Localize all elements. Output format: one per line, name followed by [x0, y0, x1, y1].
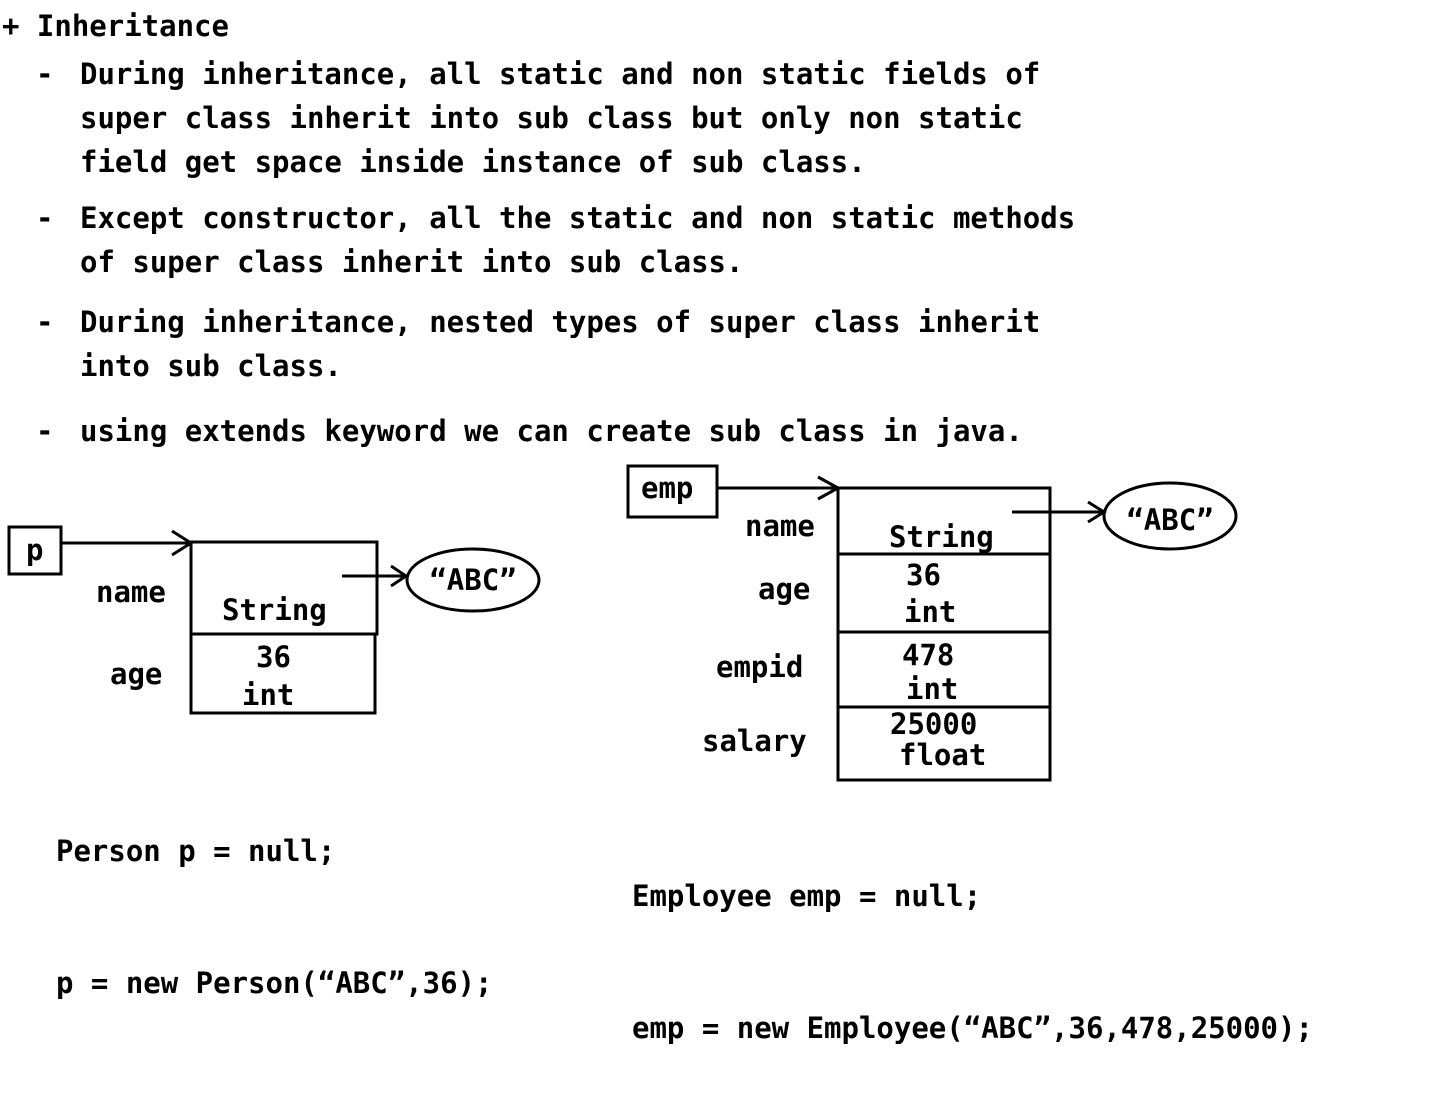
person-ref-box: [7, 525, 63, 576]
field-label: age: [110, 657, 162, 691]
field-type: String: [889, 520, 994, 554]
code-line: emp = new Employee(“ABC”,36,478,25000);: [632, 1011, 1313, 1045]
arrowhead-icon: [171, 529, 194, 557]
arrowhead-icon: [817, 475, 842, 501]
bullet-dash: -: [36, 414, 54, 448]
bullet-line: using extends keyword we can create sub …: [80, 414, 1023, 448]
bullet-dash: -: [36, 305, 54, 339]
employee-salary-cell: [836, 705, 1052, 782]
field-label: name: [96, 575, 166, 609]
field-type: int: [904, 595, 956, 629]
field-label: salary: [702, 724, 807, 758]
string-object-label: “ABC”: [1126, 503, 1213, 537]
person-ref-label: p: [26, 533, 43, 567]
bullet-line: During inheritance, nested types of supe…: [80, 305, 1041, 339]
bullet-line: into sub class.: [80, 349, 342, 383]
person-age-cell: [189, 632, 377, 715]
bullet-dash: -: [36, 57, 54, 91]
arrowhead-icon: [1087, 500, 1107, 524]
employee-ref-label: emp: [641, 471, 693, 505]
bullet-dash: -: [36, 201, 54, 235]
field-type: float: [899, 738, 986, 772]
memory-diagram: p name String age 36 int “ABC” emp name …: [7, 464, 1238, 782]
arrowhead-icon: [390, 564, 409, 588]
bullet-line: Except constructor, all the static and n…: [80, 201, 1076, 235]
bullet-line: of super class inherit into sub class.: [80, 245, 744, 279]
page-title: + Inheritance: [2, 9, 229, 43]
person-code: Person p = null; p = new Person(“ABC”,36…: [56, 741, 493, 1049]
employee-string-object: [1102, 481, 1238, 551]
bullet-line: field get space inside instance of sub c…: [80, 145, 866, 179]
bullet-line: During inheritance, all static and non s…: [80, 57, 1041, 91]
code-line: Person p = null;: [56, 834, 336, 868]
employee-code: Employee emp = null; emp = new Employee(…: [632, 786, 1313, 1094]
field-value: 36: [906, 558, 941, 592]
field-value: 478: [902, 638, 954, 672]
field-type: int: [906, 672, 958, 706]
field-label: name: [745, 509, 815, 543]
person-string-object: [405, 547, 541, 613]
field-type: String: [222, 593, 327, 627]
employee-ref-box: [626, 464, 719, 519]
field-value: 36: [256, 640, 291, 674]
field-type: int: [242, 678, 294, 712]
string-object-label: “ABC”: [429, 563, 516, 597]
field-value: 25000: [890, 707, 977, 741]
field-label: empid: [716, 650, 803, 684]
bullet-line: super class inherit into sub class but o…: [80, 101, 1023, 135]
code-line: Employee emp = null;: [632, 879, 982, 913]
code-line: p = new Person(“ABC”,36);: [56, 966, 493, 1000]
field-label: age: [758, 572, 810, 606]
